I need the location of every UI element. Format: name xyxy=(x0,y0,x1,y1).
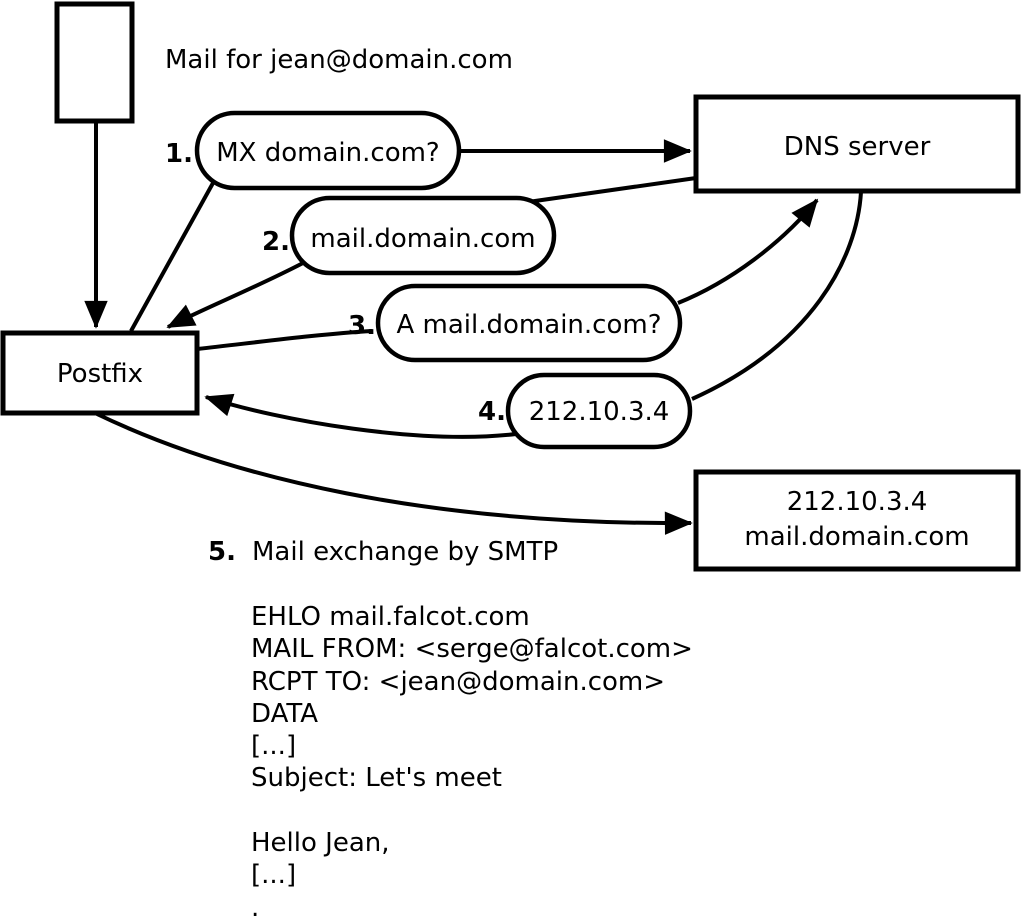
query1-pill xyxy=(194,110,462,191)
dns-server-box xyxy=(693,94,1021,194)
postfix-label: Postfix xyxy=(57,359,143,389)
step1-number: 1. xyxy=(165,139,193,169)
arrow-response2-to-postfix xyxy=(166,261,304,329)
dns-server-label: DNS server xyxy=(784,132,931,162)
smtp-line-1: MAIL FROM: <serge@falcot.com> xyxy=(251,634,693,664)
mail-host-ip: 212.10.3.4 xyxy=(787,487,928,517)
message-box xyxy=(54,1,135,124)
response4-label: 212.10.3.4 xyxy=(529,397,670,427)
line-postfix-to-query3 xyxy=(196,329,373,351)
response2-pill xyxy=(289,195,557,276)
step4-number: 4. xyxy=(478,397,506,427)
query3-pill xyxy=(375,283,683,363)
smtp-line-5: Subject: Let's meet xyxy=(251,763,502,793)
smtp-line-8: [...] xyxy=(251,860,296,890)
smtp-line-0: EHLO mail.falcot.com xyxy=(251,602,530,632)
arrow-postfix-to-mailhost-smtp xyxy=(96,412,693,535)
response2-label: mail.domain.com xyxy=(310,224,535,254)
line-postfix-to-query1 xyxy=(129,182,215,332)
mail-host-box xyxy=(693,469,1021,572)
step5-label: Mail exchange by SMTP xyxy=(252,537,558,567)
labels: Mail for jean@domain.com 1. MX domain.co… xyxy=(57,45,970,567)
step5-number: 5. xyxy=(208,537,236,567)
arrow-response4-to-postfix xyxy=(204,393,517,439)
line-dns-to-response4 xyxy=(691,191,863,401)
step3-number: 3. xyxy=(348,311,376,341)
step2-number: 2. xyxy=(262,227,290,257)
smtp-session-transcript: EHLO mail.falcot.com MAIL FROM: <serge@f… xyxy=(251,602,693,919)
line-dns-to-response2 xyxy=(527,176,697,204)
arrow-query3-to-dns xyxy=(677,198,819,305)
postfix-box xyxy=(0,330,200,416)
mail-host-name: mail.domain.com xyxy=(744,522,969,552)
nodes xyxy=(0,1,1021,572)
query3-label: A mail.domain.com? xyxy=(397,310,662,340)
response4-pill xyxy=(505,372,693,450)
smtp-line-9: . xyxy=(251,893,259,919)
smtp-line-4: [...] xyxy=(251,731,296,761)
smtp-line-2: RCPT TO: <jean@domain.com> xyxy=(251,667,665,697)
query1-label: MX domain.com? xyxy=(216,138,439,168)
diagram-title: Mail for jean@domain.com xyxy=(165,45,513,75)
smtp-line-3: DATA xyxy=(251,699,318,729)
smtp-line-7: Hello Jean, xyxy=(251,828,390,858)
connectors xyxy=(84,122,863,535)
